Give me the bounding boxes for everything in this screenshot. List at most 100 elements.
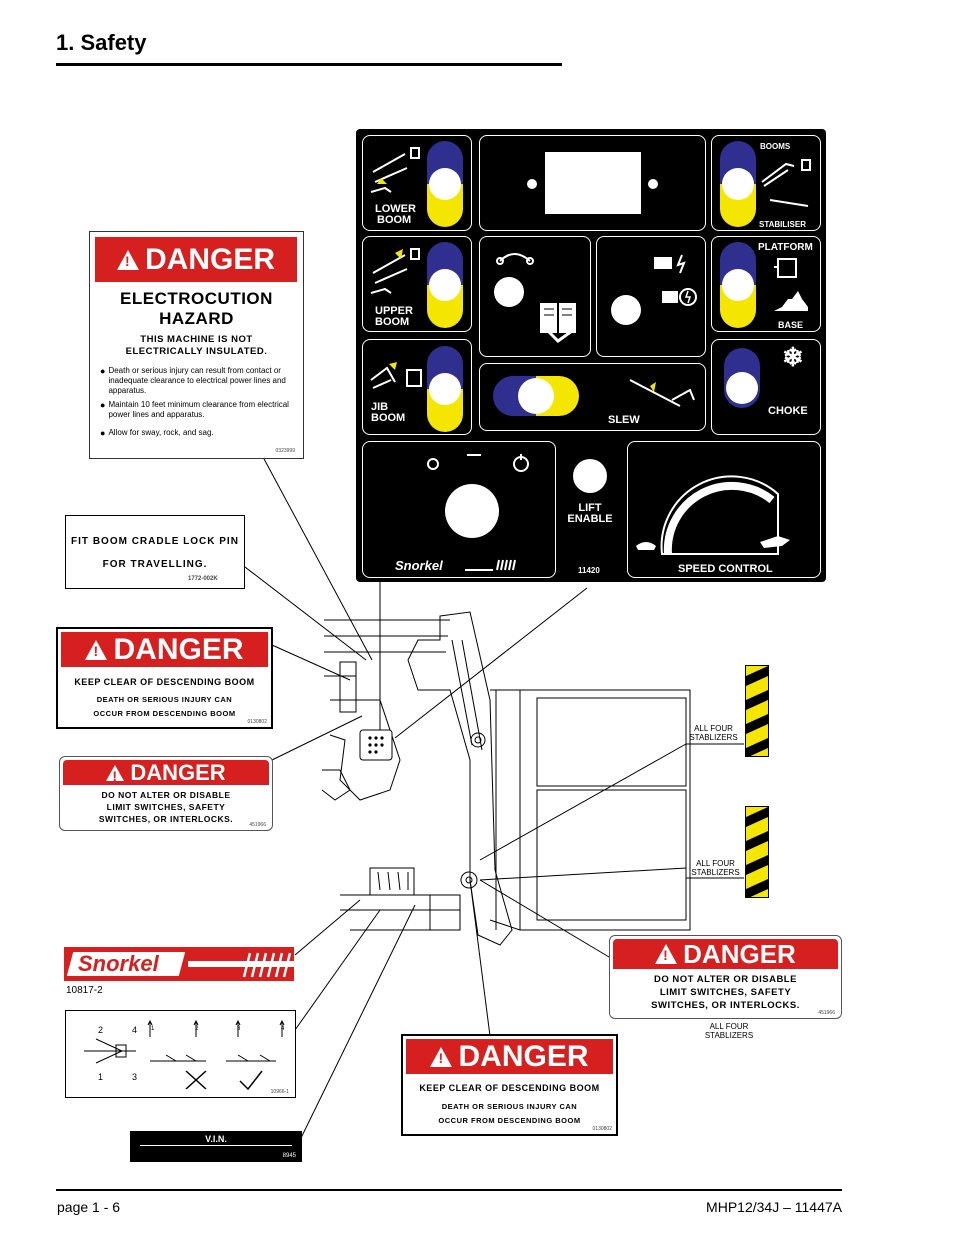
engine-start-icon — [513, 454, 529, 472]
leader-line — [294, 899, 361, 956]
decal-code: 0323999 — [275, 448, 295, 454]
stabilizer-stripe-decal — [745, 665, 769, 757]
danger-header: DANGER — [406, 1039, 613, 1074]
decal-code: 0130802 — [592, 1126, 612, 1132]
snorkel-decal-code: 10817-2 — [66, 985, 103, 996]
page-number: page 1 - 6 — [57, 1199, 121, 1215]
snowflake-icon: ❄ — [782, 342, 804, 372]
vin-plate: V.I.N. 8945 — [130, 1131, 302, 1162]
choke-toggle[interactable] — [724, 348, 760, 408]
platform-base-toggle[interactable] — [720, 242, 756, 328]
warning-icon — [85, 639, 108, 660]
outrigger-number: 3 — [237, 1026, 241, 1032]
ignition-knob[interactable] — [445, 484, 499, 538]
stabiliser-label: STABILISER — [759, 220, 806, 229]
lift-enable-button[interactable] — [573, 459, 607, 493]
document-id: MHP12/34J – 11447A — [706, 1199, 842, 1215]
leader-line — [262, 456, 373, 661]
outrigger-diagram — [84, 1019, 285, 1091]
outrigger-number: 4 — [132, 1025, 138, 1035]
snorkel-logo: Snorkel — [395, 558, 443, 573]
leader-line — [244, 566, 367, 661]
leader-line — [479, 867, 687, 881]
upper-boom-toggle[interactable] — [427, 242, 463, 328]
outrigger-number: 2 — [195, 1026, 199, 1032]
panel-part-number: 11420 — [578, 566, 600, 575]
turtle-icon — [636, 542, 656, 550]
boom-warning-line3: OCCUR FROM DESCENDING BOOM — [438, 1116, 581, 1125]
slew-toggle[interactable] — [493, 376, 579, 416]
base-label: BASE — [778, 320, 804, 330]
alter-line2: LIMIT SWITCHES, SAFETY — [106, 802, 226, 812]
booms-label: BOOMS — [760, 142, 791, 151]
power-switch-knob[interactable] — [611, 295, 641, 325]
boom-warning-line1: KEEP CLEAR OF DESCENDING BOOM — [419, 1083, 600, 1093]
descending-boom-danger-decal: DANGER KEEP CLEAR OF DESCENDING BOOM DEA… — [56, 627, 273, 729]
power-switch-cell — [596, 236, 706, 357]
outrigger-number: 4 — [281, 1026, 285, 1032]
slew-icon — [629, 379, 695, 407]
snorkel-decal: Snorkel — [64, 947, 296, 981]
booms-stabiliser-toggle[interactable] — [720, 141, 756, 227]
speed-dial[interactable] — [628, 442, 822, 579]
boom-warning-line1: KEEP CLEAR OF DESCENDING BOOM — [74, 677, 255, 687]
leader-line — [299, 904, 416, 1141]
outrigger-decal: 2 4 1 3 1 2 3 4 10966-1 — [65, 1010, 296, 1098]
cradle-line1: FIT BOOM CRADLE LOCK PIN — [71, 536, 239, 547]
key-switch-icon — [496, 253, 534, 265]
decal-code: 1772-002K — [188, 576, 218, 582]
boom-stabiliser-icon — [761, 159, 811, 207]
outrigger-number: 1 — [151, 1026, 155, 1032]
platform-base-icon — [774, 258, 808, 311]
alter-switches-danger-decal-right: DANGER DO NOT ALTER OR DISABLE LIMIT SWI… — [609, 935, 842, 1019]
display-cell — [479, 135, 706, 231]
alter-line1: DO NOT ALTER OR DISABLE — [101, 790, 231, 800]
key-switch-cell — [479, 236, 591, 357]
cradle-lock-decal: FIT BOOM CRADLE LOCK PIN FOR TRAVELLING.… — [65, 515, 245, 589]
danger-header: DANGER — [61, 632, 268, 667]
stabilizer-stripe-decal — [745, 806, 769, 898]
warning-icon — [655, 944, 678, 964]
platform-label: PLATFORM — [758, 242, 813, 253]
cradle-line2: FOR TRAVELLING. — [102, 559, 208, 570]
alter-switches-danger-decal: DANGER DO NOT ALTER OR DISABLE LIMIT SWI… — [59, 756, 273, 831]
danger-header: DANGER — [613, 939, 838, 969]
choke-control[interactable]: ❄ CHOKE — [711, 339, 821, 435]
boom-warning-line2: DEATH OR SERIOUS INJURY CAN — [96, 695, 233, 704]
speed-control[interactable]: SPEED CONTROL — [627, 441, 821, 578]
rabbit-icon — [760, 536, 790, 548]
alter-line3: SWITCHES, OR INTERLOCKS. — [651, 1000, 800, 1011]
slew-control[interactable]: SLEW — [479, 363, 706, 431]
warning-icon — [106, 764, 125, 784]
manual-icon — [540, 303, 576, 343]
platform-base-control[interactable]: PLATFORM BASE — [711, 236, 821, 332]
decal-code: 0130802 — [247, 719, 267, 725]
key-switch-knob[interactable] — [494, 277, 524, 307]
warning-icon — [430, 1046, 453, 1067]
jib-boom-toggle[interactable] — [427, 346, 463, 432]
boom-upper-icon — [370, 248, 420, 294]
stripe-graphic — [465, 559, 516, 571]
decal-code: 451966 — [249, 822, 266, 828]
descending-boom-danger-decal-bottom: DANGER KEEP CLEAR OF DESCENDING BOOM DEA… — [401, 1034, 618, 1136]
leader-line — [294, 909, 381, 1031]
lower-boom-toggle[interactable] — [427, 141, 463, 227]
booms-stabiliser-control[interactable]: BOOMS STABILISER — [711, 135, 821, 231]
decal-code: 451966 — [818, 1010, 835, 1016]
title-rule — [56, 63, 562, 66]
outrigger-number: 3 — [132, 1072, 138, 1082]
outrigger-number: 2 — [98, 1025, 104, 1035]
slew-label: SLEW — [608, 414, 640, 426]
